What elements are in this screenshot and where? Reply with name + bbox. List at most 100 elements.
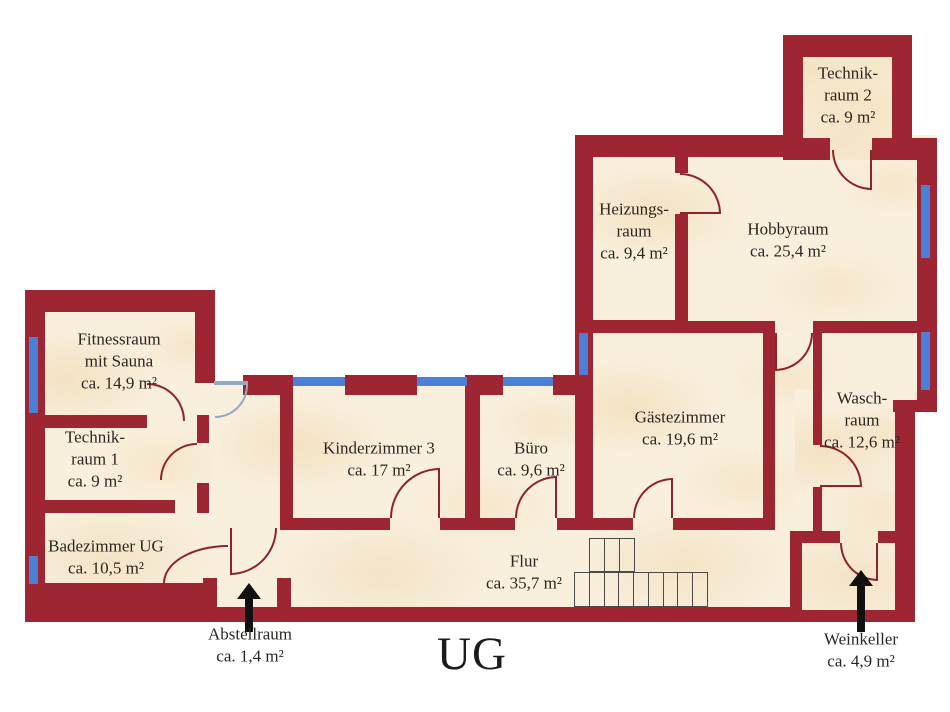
- room-label-kinderzimmer-3: Kinderzimmer 3 ca. 17 m²: [323, 437, 435, 481]
- room-label-fitnessraum: Fitnessraum mit Sauna ca. 14,9 m²: [77, 328, 160, 393]
- wall: [197, 483, 209, 513]
- wall: [783, 138, 830, 160]
- room-area: ca. 9,6 m²: [497, 460, 565, 479]
- staircase-upper-run: [589, 538, 635, 572]
- wall: [685, 321, 775, 333]
- wall: [25, 500, 175, 513]
- room-area: ca. 9 m²: [820, 106, 876, 126]
- wall: [895, 412, 915, 622]
- annotation-label-abstellraum: Abstellraum ca. 1,4 m²: [208, 623, 292, 667]
- wall: [675, 214, 688, 333]
- room-label-technikraum-2: Technik- raum 2 ca. 9 m²: [818, 62, 878, 127]
- window: [29, 556, 38, 584]
- annotation-area: ca. 1,4 m²: [216, 646, 284, 665]
- room-area: ca. 35,7 m²: [486, 573, 562, 592]
- room-area: ca. 14,9 m²: [81, 372, 157, 392]
- stair-tread: [619, 538, 635, 572]
- wall: [440, 518, 478, 530]
- wall: [575, 135, 593, 377]
- abstellraum-arrow-icon: [237, 583, 261, 599]
- wall: [203, 578, 217, 622]
- stair-tread: [677, 572, 694, 607]
- wall: [893, 400, 937, 412]
- stair-tread: [647, 572, 664, 607]
- room-area: ca. 19,6 m²: [642, 429, 718, 448]
- room-name: Fitnessraum mit Sauna: [77, 329, 161, 371]
- wall: [280, 375, 293, 530]
- exterior-door-threshold: [214, 381, 248, 385]
- window: [921, 332, 930, 390]
- room-name: Hobbyraum: [747, 219, 829, 239]
- window: [417, 377, 467, 386]
- wall: [585, 320, 685, 333]
- floor-area: [575, 330, 815, 607]
- staircase-lower-run: [574, 572, 709, 607]
- window: [921, 185, 930, 258]
- room-name: Büro: [513, 438, 548, 458]
- wall: [813, 321, 917, 333]
- room-area: ca. 17 m²: [347, 460, 411, 479]
- room-label-hobbyraum: Hobbyraum ca. 25,4 m²: [747, 218, 828, 262]
- stair-tread: [662, 572, 679, 607]
- wall: [25, 583, 210, 622]
- room-name: Flur: [509, 551, 539, 571]
- wall: [783, 35, 803, 160]
- room-name: Wasch- raum: [836, 388, 888, 430]
- stair-tread: [633, 572, 649, 607]
- room-name: Kinderzimmer 3: [323, 438, 435, 458]
- wall: [465, 375, 480, 530]
- wall: [575, 135, 785, 157]
- room-label-waschraum: Wasch- raum ca. 12,6 m²: [824, 387, 900, 452]
- annotation-area: ca. 4,9 m²: [827, 651, 895, 670]
- room-name: Technik- raum 1: [64, 427, 126, 469]
- room-name: Gästezimmer: [634, 407, 726, 427]
- window: [503, 377, 553, 386]
- room-area: ca. 25,4 m²: [750, 241, 826, 260]
- wall: [280, 518, 390, 530]
- annotation-label-weinkeller: Weinkeller ca. 4,9 m²: [824, 628, 898, 672]
- annotation-name: Abstellraum: [207, 624, 293, 644]
- wall: [557, 518, 593, 530]
- room-label-gaestezimmer: Gästezimmer ca. 19,6 m²: [635, 406, 726, 450]
- room-name: Heizungs- raum: [599, 199, 669, 241]
- stair-tread: [618, 572, 635, 607]
- wall: [790, 531, 802, 622]
- wall: [195, 290, 215, 383]
- abstellraum-arrow-shaft: [245, 598, 253, 632]
- window: [29, 337, 38, 413]
- window: [579, 333, 588, 375]
- room-name: Badezimmer UG: [48, 536, 164, 556]
- wall: [25, 415, 147, 428]
- page-title: UG: [437, 628, 507, 680]
- room-label-technikraum-1: Technik- raum 1 ca. 9 m²: [65, 426, 125, 491]
- wall: [575, 375, 593, 530]
- stair-tread: [603, 572, 620, 607]
- room-label-flur: Flur ca. 35,7 m²: [486, 550, 562, 594]
- room-area: ca. 10,5 m²: [68, 558, 144, 577]
- stair-tread: [574, 572, 590, 607]
- wall: [593, 518, 633, 530]
- wall: [813, 333, 822, 445]
- room-label-buero: Büro ca. 9,6 m²: [497, 437, 564, 481]
- room-area: ca. 9 m²: [67, 470, 123, 490]
- wall: [215, 607, 795, 622]
- wall: [763, 321, 775, 530]
- wall: [790, 610, 915, 622]
- room-area: ca. 12,6 m²: [824, 431, 900, 451]
- window: [293, 377, 345, 386]
- weinkeller-arrow-icon: [849, 570, 873, 586]
- room-label-badezimmer-ug: Badezimmer UG ca. 10,5 m²: [48, 535, 164, 579]
- wall: [783, 35, 912, 57]
- room-name: Technik- raum 2: [817, 63, 879, 105]
- stair-tread: [588, 572, 605, 607]
- room-area: ca. 9,4 m²: [600, 242, 668, 262]
- stair-tread: [589, 538, 605, 572]
- annotation-name: Weinkeller: [823, 629, 899, 649]
- wall: [673, 518, 773, 530]
- wall: [790, 531, 840, 543]
- weinkeller-arrow-shaft: [857, 585, 865, 632]
- wall: [197, 415, 209, 443]
- stair-tread: [692, 572, 709, 607]
- wall: [813, 487, 822, 543]
